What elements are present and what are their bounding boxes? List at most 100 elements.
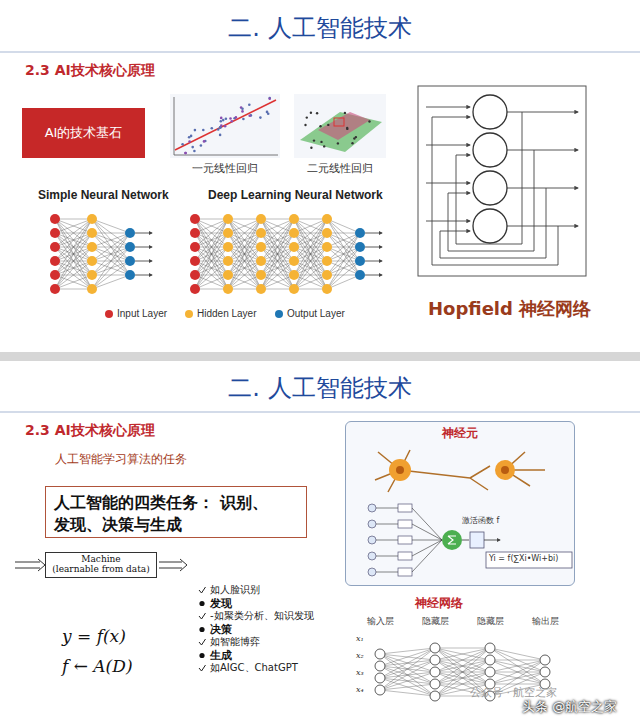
chart-caption: 二元线性回归 — [307, 162, 373, 175]
stroke — [490, 648, 545, 672]
stroke — [380, 678, 435, 696]
stroke — [55, 219, 92, 261]
stroke — [261, 219, 294, 289]
stroke — [398, 568, 412, 576]
stroke — [398, 536, 412, 544]
stroke — [195, 219, 228, 289]
neuron — [289, 214, 299, 224]
neuron — [375, 685, 385, 695]
neuron — [50, 284, 60, 294]
stroke — [435, 648, 490, 660]
list-item: 如智能博弈 — [210, 636, 260, 648]
input-label: x₂ — [356, 651, 364, 661]
legend-swatch — [105, 310, 113, 318]
stroke — [304, 124, 306, 126]
stroke — [507, 112, 578, 113]
stroke — [490, 660, 545, 684]
stroke — [306, 116, 308, 118]
stroke — [92, 275, 130, 289]
stroke — [55, 247, 92, 289]
list-heading: 发现 — [210, 597, 232, 610]
stroke — [380, 672, 435, 690]
stroke — [327, 219, 360, 233]
watermark: 公众号 · 航空之家 — [470, 686, 558, 699]
stroke — [181, 143, 184, 146]
neuron — [50, 256, 60, 266]
stroke — [435, 648, 490, 672]
check-mark — [199, 639, 206, 645]
stroke — [92, 219, 130, 247]
stroke — [398, 520, 412, 528]
stroke — [55, 219, 92, 275]
stroke — [294, 247, 327, 289]
stroke — [193, 150, 196, 153]
neuron — [289, 242, 299, 252]
stroke — [507, 188, 578, 189]
neuron — [289, 256, 299, 266]
stroke — [380, 648, 435, 690]
stroke — [327, 219, 360, 261]
list-item: 如AIGC、ChatGPT — [210, 662, 298, 674]
node-text: 人工智能的四类任务： 识别、发现、决策与生成 — [54, 492, 298, 535]
neuron — [375, 649, 385, 659]
neuron — [355, 228, 365, 238]
stroke — [191, 146, 194, 149]
stroke — [294, 219, 327, 289]
neuron — [355, 256, 365, 266]
stroke — [380, 690, 435, 696]
neuron — [190, 284, 200, 294]
stroke — [55, 219, 92, 289]
layer-label: 隐藏层 — [477, 616, 504, 626]
neuron — [125, 228, 135, 238]
stroke — [376, 556, 398, 557]
stroke — [412, 540, 442, 541]
stroke — [55, 219, 92, 233]
stroke — [195, 275, 228, 289]
text-stack: AI的技术基石 — [45, 124, 123, 142]
stroke — [224, 125, 227, 128]
stroke — [320, 141, 322, 143]
stroke — [261, 275, 294, 289]
stroke — [135, 261, 152, 262]
stroke — [426, 183, 470, 184]
stroke — [220, 120, 223, 123]
stroke — [194, 129, 197, 132]
slide-title: 二. 人工智能技术 — [228, 374, 411, 403]
stroke — [220, 117, 223, 120]
neuron — [256, 242, 266, 252]
bullet — [199, 653, 204, 658]
stroke — [195, 247, 228, 289]
legend-swatch — [185, 310, 193, 318]
stroke — [225, 117, 228, 120]
stroke — [368, 120, 370, 122]
stroke — [220, 124, 223, 127]
stroke — [92, 233, 130, 261]
stroke — [55, 289, 92, 290]
neuron — [430, 667, 440, 677]
stroke — [241, 110, 244, 113]
neuron — [256, 256, 266, 266]
neuron — [430, 679, 440, 689]
stroke — [346, 128, 348, 130]
list-heading: 生成 — [210, 649, 232, 662]
stroke — [376, 540, 398, 541]
stroke — [55, 233, 92, 289]
stroke — [507, 226, 578, 227]
stroke — [242, 118, 245, 121]
stroke — [294, 219, 327, 261]
input-label: x₃ — [356, 668, 364, 678]
stroke — [412, 540, 442, 572]
neuron — [256, 214, 266, 224]
stroke — [490, 660, 545, 672]
stroke — [92, 233, 130, 247]
stroke — [92, 233, 130, 289]
stroke — [266, 111, 269, 114]
stroke — [92, 219, 130, 275]
stroke — [412, 524, 442, 540]
figure-title: Simple Neural Network — [38, 188, 169, 202]
neuron — [540, 667, 550, 677]
neuron — [322, 242, 332, 252]
stroke — [195, 275, 228, 289]
stroke — [435, 648, 490, 684]
stroke — [228, 219, 261, 233]
